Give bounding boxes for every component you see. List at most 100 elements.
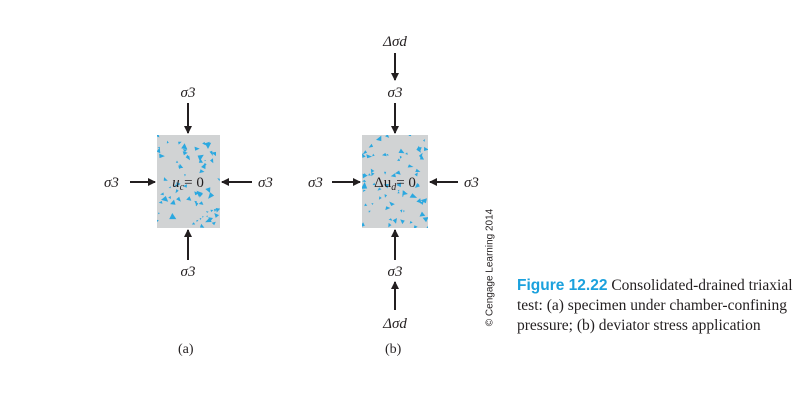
soil-particle bbox=[416, 198, 422, 204]
soil-particle bbox=[191, 222, 196, 225]
soil-particle bbox=[182, 149, 188, 153]
soil-particle bbox=[182, 151, 188, 156]
figure-number: Figure 12.22 bbox=[517, 277, 608, 294]
soil-particle bbox=[415, 168, 421, 172]
soil-particle bbox=[159, 153, 165, 159]
soil-particle bbox=[214, 213, 220, 218]
panel-label-b: (b) bbox=[385, 342, 402, 357]
soil-particle bbox=[182, 184, 187, 188]
soil-particle bbox=[168, 186, 171, 189]
soil-particle bbox=[426, 226, 428, 228]
soil-particle bbox=[186, 196, 192, 201]
soil-particle bbox=[157, 147, 161, 154]
soil-particle bbox=[194, 146, 200, 151]
panel-label-a: (a) bbox=[178, 342, 194, 357]
soil-particle bbox=[210, 158, 214, 164]
soil-particle bbox=[200, 223, 205, 228]
soil-particle bbox=[166, 140, 169, 144]
soil-particle bbox=[402, 190, 405, 193]
soil-particle bbox=[178, 165, 182, 170]
soil-particle bbox=[419, 211, 426, 217]
sigma3-right-b: σ3 bbox=[464, 175, 479, 191]
soil-particle bbox=[397, 191, 400, 194]
soil-particle bbox=[206, 211, 209, 213]
soil-particle bbox=[158, 200, 163, 204]
soil-particle bbox=[210, 209, 214, 213]
soil-particle bbox=[424, 146, 428, 151]
soil-particle bbox=[175, 189, 179, 194]
soil-particle bbox=[383, 184, 389, 189]
soil-particle bbox=[362, 153, 366, 158]
soil-particle bbox=[382, 152, 387, 157]
soil-particle bbox=[372, 153, 375, 157]
soil-particle bbox=[366, 154, 373, 159]
figure-caption: Figure 12.22 Consolidated-drained triaxi… bbox=[517, 276, 797, 336]
soil-particle bbox=[197, 154, 204, 162]
soil-particle bbox=[205, 142, 212, 149]
soil-particle bbox=[390, 173, 396, 178]
soil-particle bbox=[169, 213, 177, 220]
soil-particle bbox=[199, 169, 205, 174]
soil-particle bbox=[208, 217, 213, 222]
deviator-bottom-b: Δσd bbox=[382, 316, 407, 332]
soil-particles-b bbox=[362, 135, 428, 228]
soil-particle bbox=[196, 190, 203, 197]
soil-particle bbox=[204, 159, 207, 162]
soil-particle bbox=[217, 178, 220, 182]
soil-particle bbox=[175, 160, 179, 163]
soil-particle bbox=[198, 201, 204, 205]
soil-particle bbox=[409, 193, 418, 198]
pore-pressure-a: uc= 0 bbox=[172, 175, 204, 193]
soil-particle bbox=[204, 163, 207, 166]
soil-particle bbox=[181, 143, 188, 150]
soil-particle bbox=[419, 155, 424, 160]
soil-particle bbox=[184, 174, 186, 177]
soil-particle bbox=[386, 153, 389, 156]
soil-particle bbox=[403, 210, 405, 213]
sigma3-right-a: σ3 bbox=[258, 175, 273, 191]
soil-particle bbox=[392, 218, 397, 224]
soil-particle bbox=[194, 200, 198, 204]
soil-particle bbox=[209, 150, 213, 156]
soil-particle bbox=[368, 210, 371, 213]
soil-particle bbox=[362, 222, 365, 227]
soil-particle bbox=[160, 192, 164, 196]
soil-particle bbox=[185, 155, 190, 161]
soil-particle bbox=[407, 164, 414, 168]
sigma3-top-a: σ3 bbox=[181, 85, 196, 101]
soil-particle bbox=[362, 150, 368, 155]
soil-particle bbox=[176, 196, 181, 202]
soil-particle bbox=[388, 218, 393, 221]
soil-particle bbox=[370, 168, 375, 173]
soil-particle bbox=[206, 215, 208, 218]
soil-particle bbox=[414, 172, 418, 177]
soil-particle bbox=[364, 203, 368, 207]
soil-particle bbox=[397, 189, 400, 192]
soil-particle bbox=[202, 215, 204, 218]
soil-particle bbox=[213, 209, 217, 212]
soil-particle bbox=[178, 166, 182, 168]
soil-particle bbox=[157, 219, 159, 223]
soil-particle bbox=[157, 146, 160, 149]
deviator-top-b: Δσd bbox=[382, 34, 407, 50]
soil-particle bbox=[196, 219, 199, 223]
soil-particle bbox=[419, 202, 422, 204]
soil-particle bbox=[195, 204, 198, 207]
sigma3-top-b: σ3 bbox=[388, 85, 403, 101]
soil-particle bbox=[413, 225, 418, 228]
soil-particle bbox=[362, 179, 367, 183]
specimen-a bbox=[157, 135, 220, 228]
caption-text: Consolidated-drained triaxial test: (a) … bbox=[517, 277, 793, 334]
soil-particle bbox=[174, 184, 177, 187]
soil-particle bbox=[418, 147, 422, 151]
soil-particle bbox=[161, 196, 169, 202]
soil-particle bbox=[397, 158, 401, 161]
soil-particle bbox=[170, 199, 176, 205]
specimen-b bbox=[362, 135, 428, 228]
sigma3-left-a: σ3 bbox=[104, 175, 119, 191]
panel-b: Δσd σ3 σ3 Δσd σ3 σ3 Δud= 0 bbox=[308, 34, 479, 332]
soil-particle bbox=[385, 135, 390, 138]
soil-particle bbox=[409, 220, 413, 224]
soil-particle bbox=[396, 182, 402, 188]
